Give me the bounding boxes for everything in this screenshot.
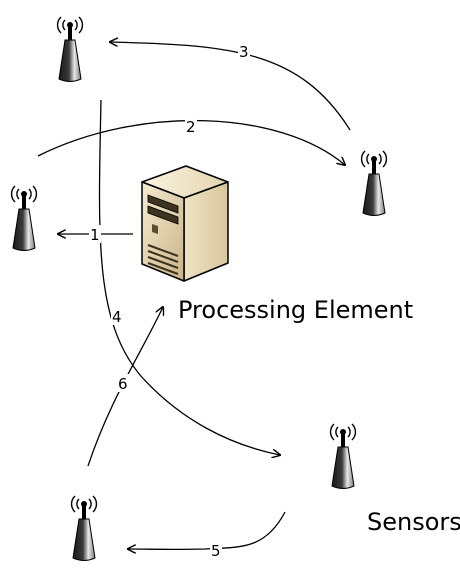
sensor-top-left [56,16,84,83]
edge-2 [37,119,345,165]
antenna-tower-icon [329,423,357,490]
sensor-bottom-right [329,423,357,490]
sensors-label: Sensors [367,508,460,536]
edge-5 [128,511,286,549]
edge-label-3: 3 [239,43,249,61]
antenna-tower-icon [360,150,388,217]
edge-3 [110,42,351,131]
edge-4 [98,99,281,455]
processing-element-label: Processing Element [178,296,413,324]
sensor-left [10,185,38,252]
antenna-tower-icon [56,16,84,83]
edge-label-5: 5 [211,542,221,560]
edge-label-2: 2 [186,118,196,136]
antenna-tower-icon [10,185,38,252]
sensor-bottom-left [70,495,98,562]
edge-label-6: 6 [118,375,128,393]
sensor-right [360,150,388,217]
server-tower-icon [141,165,229,282]
edge-label-1: 1 [90,226,100,244]
edge-label-4: 4 [112,308,122,326]
antenna-tower-icon [70,495,98,562]
